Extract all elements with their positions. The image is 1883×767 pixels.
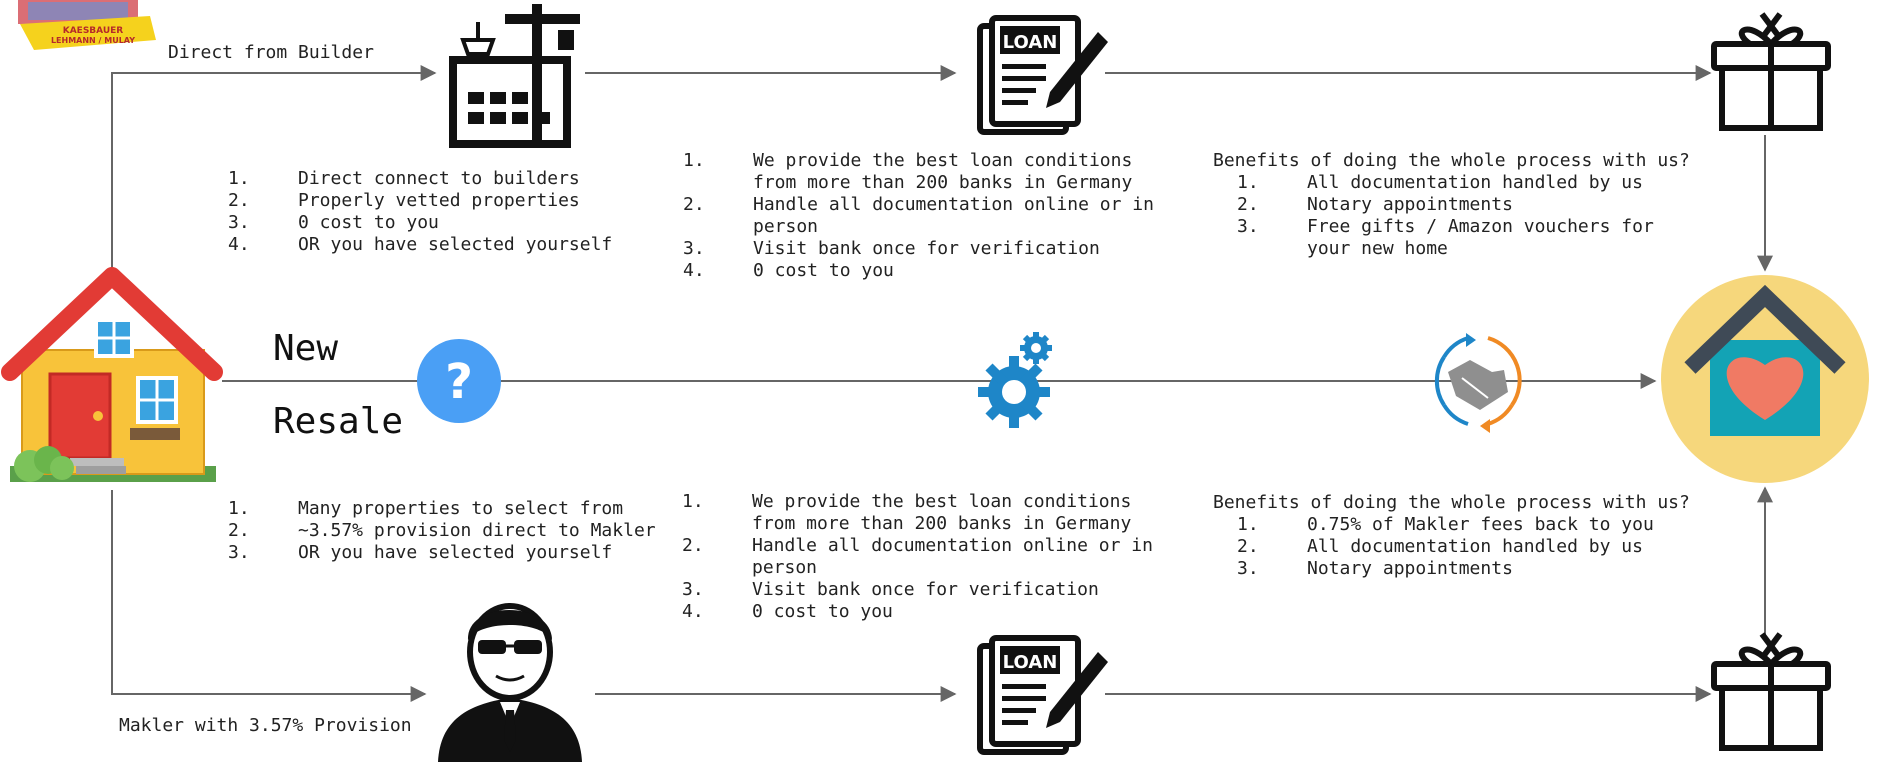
loan-document-icon-bottom: LOAN bbox=[977, 635, 1108, 755]
list-item: 3.0 cost to you bbox=[228, 212, 439, 233]
connectors bbox=[111, 65, 1773, 702]
question-circle-icon: ? bbox=[417, 339, 501, 423]
list-item: 1.All documentation handled by us bbox=[1237, 172, 1643, 193]
loan-label: LOAN bbox=[1003, 32, 1058, 53]
benefits-list-top: 1.All documentation handled by us 2.Nota… bbox=[1237, 172, 1707, 260]
list-item: 2.Handle all documentation online or in … bbox=[682, 535, 1153, 578]
handshake-icon bbox=[1434, 333, 1522, 433]
top-path-arrow bbox=[111, 65, 437, 268]
list-item: 2.Notary appointments bbox=[1237, 194, 1513, 215]
list-item: 2.~3.57% provision direct to Makler bbox=[228, 520, 656, 541]
bottom-path-label: Makler with 3.57% Provision bbox=[119, 715, 412, 736]
benefits-list-bottom: 1.0.75% of Makler fees back to you 2.All… bbox=[1237, 514, 1707, 580]
builder-benefits-list: 1.Direct connect to builders 2.Properly … bbox=[228, 168, 668, 256]
gift-icon bbox=[1711, 12, 1831, 131]
gift-icon-bottom bbox=[1711, 632, 1831, 751]
company-logo: KAESBAUER LEHMANN / MULAY bbox=[18, 0, 156, 50]
list-item: 2.Properly vetted properties bbox=[228, 190, 580, 211]
house-icon bbox=[1, 267, 223, 482]
list-item: 4.OR you have selected yourself bbox=[228, 234, 613, 255]
list-item: 3.Visit bank once for verification bbox=[683, 238, 1100, 259]
list-item: 1.0.75% of Makler fees back to you bbox=[1237, 514, 1654, 535]
list-item: 4.0 cost to you bbox=[683, 260, 894, 281]
loan-benefits-list-top: 1.We provide the best loan conditions fr… bbox=[683, 150, 1183, 282]
list-item: 3.Notary appointments bbox=[1237, 558, 1513, 579]
loan-document-icon: LOAN bbox=[977, 15, 1108, 135]
list-item: 3.Visit bank once for verification bbox=[682, 579, 1099, 600]
list-item: 3.Free gifts / Amazon vouchers for your … bbox=[1237, 216, 1654, 259]
list-item: 1.Many properties to select from bbox=[228, 498, 624, 519]
loan-label-bottom: LOAN bbox=[1003, 652, 1058, 673]
loan-benefits-list-bottom: 1.We provide the best loan conditions fr… bbox=[682, 491, 1182, 623]
list-item: 2.Handle all documentation online or in … bbox=[683, 194, 1154, 237]
resale-benefits-list: 1.Many properties to select from 2.~3.57… bbox=[228, 498, 688, 564]
gears-icon bbox=[978, 332, 1052, 428]
logo-line2: LEHMANN / MULAY bbox=[51, 36, 135, 45]
list-item: 1.We provide the best loan conditions fr… bbox=[683, 150, 1133, 193]
benefits-heading-top: Benefits of doing the whole process with… bbox=[1213, 150, 1690, 171]
agent-person-icon bbox=[438, 603, 582, 762]
resale-label: Resale bbox=[273, 401, 403, 442]
question-mark: ? bbox=[445, 354, 473, 410]
builder-crane-icon bbox=[449, 4, 580, 148]
list-item: 3.OR you have selected yourself bbox=[228, 542, 613, 563]
logo-line1: KAESBAUER bbox=[63, 26, 124, 36]
list-item: 2.All documentation handled by us bbox=[1237, 536, 1643, 557]
top-path-label: Direct from Builder bbox=[168, 42, 374, 63]
list-item: 1.Direct connect to builders bbox=[228, 168, 580, 189]
bottom-path-arrow bbox=[111, 490, 427, 702]
list-item: 1.We provide the best loan conditions fr… bbox=[682, 491, 1132, 534]
home-heart-icon bbox=[1661, 275, 1869, 483]
new-label: New bbox=[273, 328, 338, 369]
benefits-heading-bottom: Benefits of doing the whole process with… bbox=[1213, 492, 1690, 513]
list-item: 4.0 cost to you bbox=[682, 601, 893, 622]
